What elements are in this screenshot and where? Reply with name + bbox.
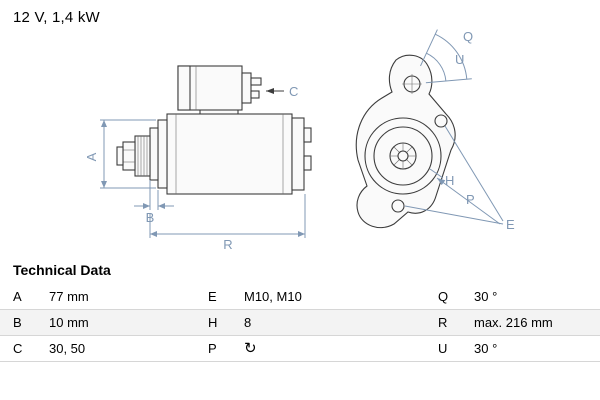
pinion-teeth [137,136,148,176]
front-view [355,54,456,229]
row-key: C [13,341,23,356]
row-value: ↻ [238,341,438,356]
dim-label-c: C [289,84,298,99]
dim-label-r: R [223,237,232,252]
row-key: U [438,341,448,356]
side-view [116,65,312,195]
spline-ticks [390,143,416,169]
row-value: 30 ° [474,341,498,356]
dim-label-q: Q [463,29,473,44]
side-view-dimensions: A B R C [84,84,306,252]
row-value: 30 ° [474,289,498,304]
row-key: H [208,315,218,330]
row-key: E [208,289,217,304]
rotation-clockwise-icon: ↻ [244,340,257,357]
row-key: A [13,289,22,304]
row-value: 10 mm [49,315,89,330]
dim-label-e: E [506,217,515,232]
row-key: B [13,315,22,330]
table-row-c: C 30, 50 P ↻ U 30 ° [0,336,600,362]
dim-label-a: A [84,152,99,161]
front-view-dimensions: Q U H P E [404,29,515,232]
row-value: 30, 50 [49,341,86,356]
technical-drawing: A B R C [84,29,515,252]
row-value: max. 216 mm [474,315,553,330]
row-value: M10, M10 [244,289,302,304]
dim-label-h: H [445,173,454,188]
row-key: R [438,315,448,330]
dim-label-p: P [466,192,475,207]
table-row-b: B 10 mm H 8 R max. 216 mm [0,310,600,336]
row-value: 77 mm [49,289,89,304]
table-title: Technical Data [13,262,111,278]
row-key: Q [438,289,449,304]
row-key: P [208,341,217,356]
technical-data-table: Technical Data A 77 mm E M10, M10 Q 30 °… [0,256,600,362]
dim-label-u: U [455,52,464,67]
table-row-a: A 77 mm E M10, M10 Q 30 ° [0,284,600,310]
row-value: 8 [244,315,252,330]
voltage-power-spec: 12 V, 1,4 kW [13,9,100,26]
